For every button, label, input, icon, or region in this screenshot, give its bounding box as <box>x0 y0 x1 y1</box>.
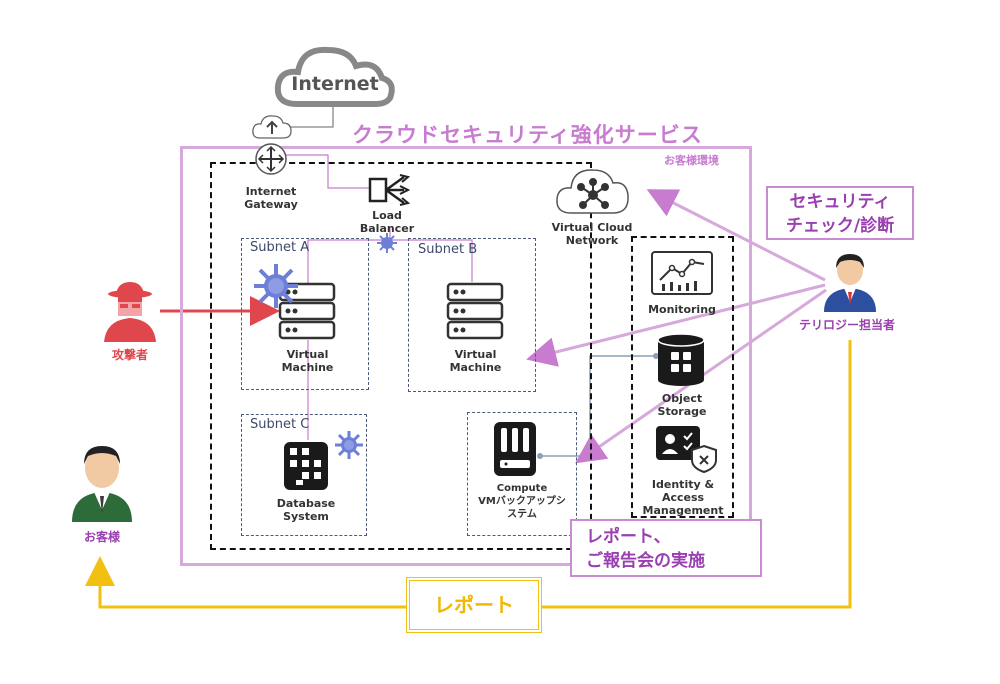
internet-label: Internet <box>291 73 379 95</box>
customer-avatar-icon <box>72 446 132 522</box>
monitoring-icon <box>651 251 713 295</box>
database-system-label: Database System <box>276 497 336 523</box>
identity-label: Identity & Access Management <box>642 478 724 517</box>
gateway-label: Internet Gateway <box>244 185 298 211</box>
check-arrow-vcn <box>646 189 826 282</box>
compute-icon <box>494 422 536 476</box>
virtual-cloud-network-icon <box>556 169 629 214</box>
object-storage-label: Object Storage <box>657 392 707 418</box>
virus-icon <box>254 264 298 308</box>
customer-environment-label: お客様環境 <box>664 154 719 167</box>
check-arrow-vm <box>526 283 826 367</box>
subnet-a-box <box>241 238 369 390</box>
server-icon <box>446 282 504 340</box>
attacker-label: 攻撃者 <box>111 348 148 362</box>
gateway-icon <box>255 143 287 175</box>
attacker-icon <box>104 282 156 342</box>
subnet-c-box <box>241 414 367 536</box>
report-meeting-callout: レポート、 ご報告会の実施 <box>570 519 762 577</box>
vm-a-label: Virtual Machine <box>281 348 334 374</box>
subnet-c-label: Subnet C <box>250 417 310 432</box>
terilogy-label: テリロジー担当者 <box>798 318 895 332</box>
gateway-lb-link <box>285 154 372 189</box>
report-box: レポート <box>406 577 542 633</box>
upload-cloud-icon <box>252 115 292 139</box>
database-icon <box>284 442 328 490</box>
customer-environment-box <box>180 146 752 566</box>
object-storage-icon <box>657 333 705 386</box>
subnet-b-box <box>408 238 536 392</box>
subnet-a-label: Subnet A <box>250 240 310 255</box>
virus-icon <box>335 431 363 459</box>
internet-link <box>290 103 334 128</box>
load-balancer-icon <box>368 174 411 206</box>
internet-cloud-icon <box>274 46 395 107</box>
compute-backup-label: Compute VMバックアップシ ステム <box>478 483 566 520</box>
load-balancer-label: Load Balancer <box>359 209 415 235</box>
security-check-callout: セキュリティ チェック/診断 <box>766 186 914 240</box>
vm-b-label: Virtual Machine <box>449 348 502 374</box>
customer-label: お客様 <box>83 530 120 544</box>
compute-backup-box <box>467 412 577 536</box>
vcn-label: Virtual Cloud Network <box>551 221 633 247</box>
server-icon <box>278 282 336 340</box>
subnet-b-label: Subnet B <box>418 242 478 257</box>
services-boundary <box>631 236 734 518</box>
identity-icon <box>656 426 717 474</box>
virus-icon <box>377 233 397 253</box>
terilogy-avatar-icon <box>824 254 876 312</box>
vcn-boundary <box>210 162 592 550</box>
service-title: クラウドセキュリティ強化サービス <box>352 123 703 147</box>
monitoring-label: Monitoring <box>648 303 716 316</box>
